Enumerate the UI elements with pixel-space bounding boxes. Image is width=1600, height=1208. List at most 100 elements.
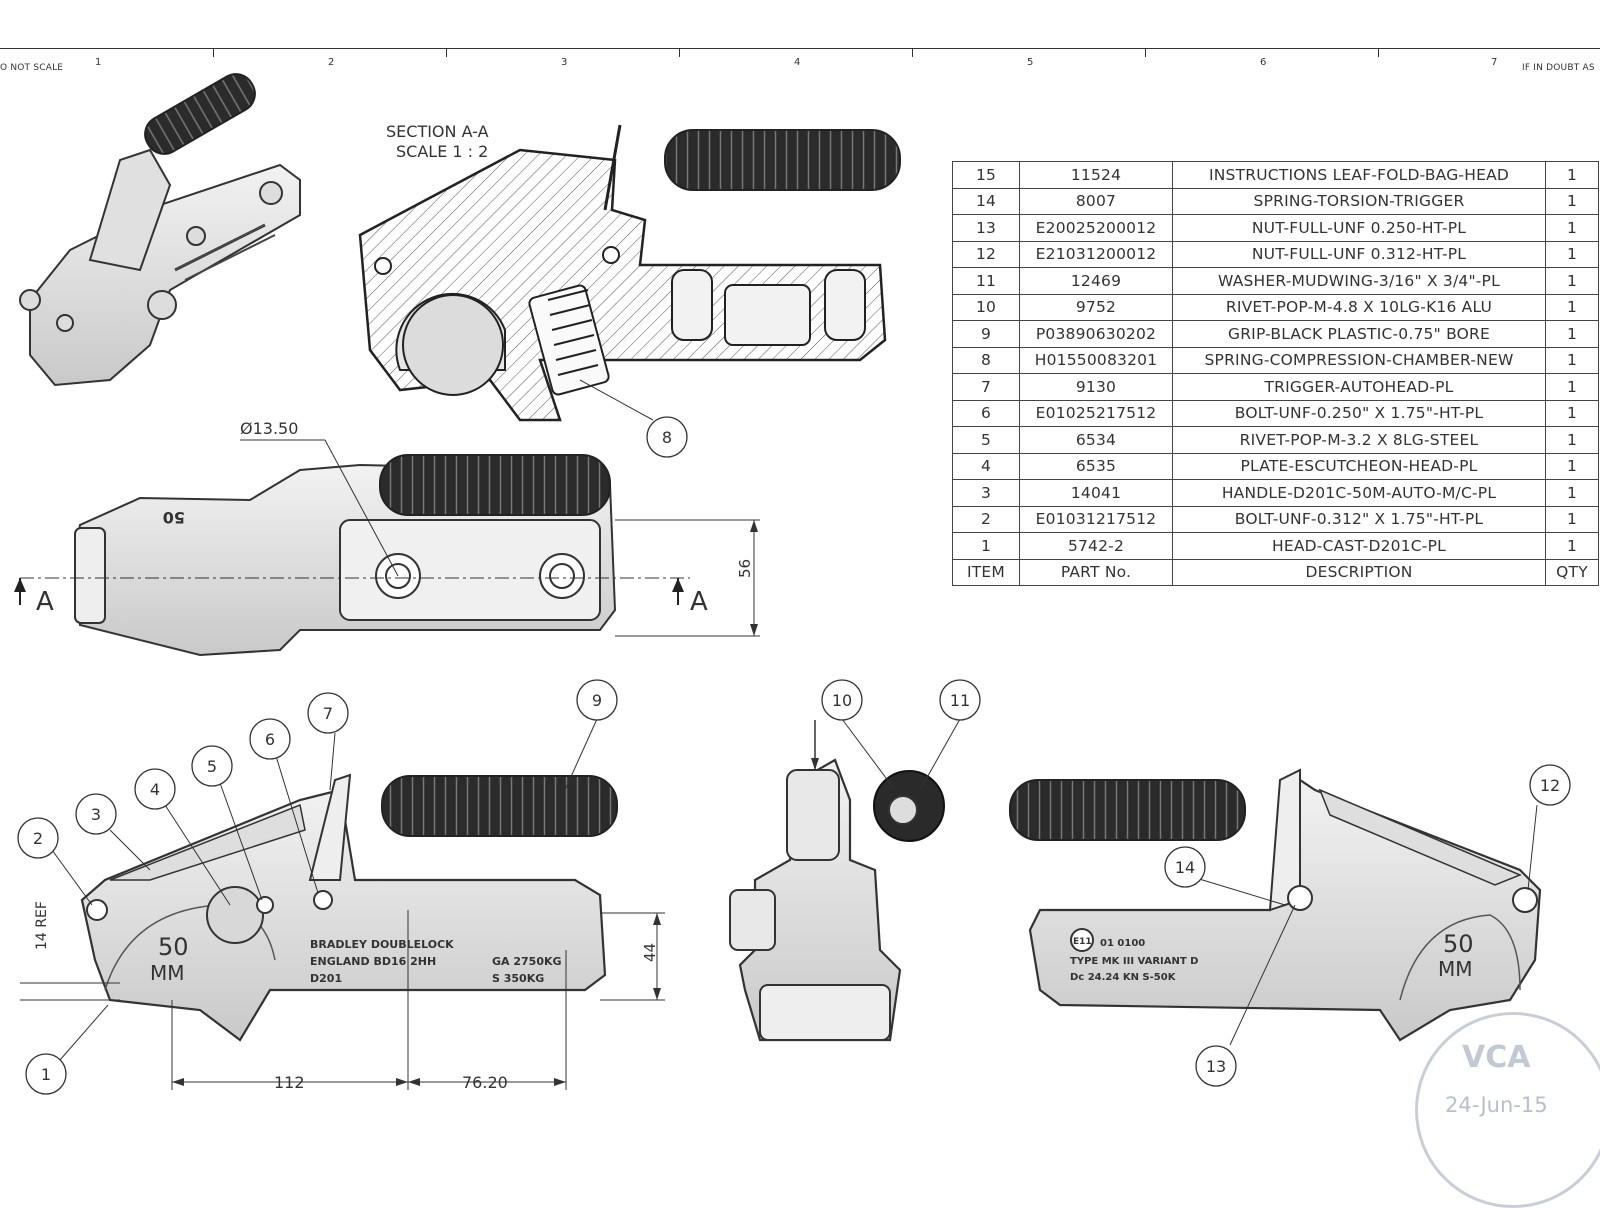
balloon-10: 10 — [821, 679, 863, 721]
bom-description-cell: SPRING-TORSION-TRIGGER — [1172, 187, 1546, 215]
section-a-a-view: SECTION A-A SCALE 1 : 2 — [358, 122, 901, 422]
left-casting-text: GA 2750KG — [492, 955, 562, 968]
bom-description-cell: WASHER-MUDWING-3/16" X 3/4"-PL — [1172, 267, 1546, 295]
bom-description-cell: NUT-FULL-UNF 0.312-HT-PL — [1172, 240, 1546, 268]
bom-qty-cell: 1 — [1545, 426, 1599, 454]
bom-description-cell: GRIP-BLACK PLASTIC-0.75" BORE — [1172, 320, 1546, 348]
bom-description-cell: NUT-FULL-UNF 0.250-HT-PL — [1172, 214, 1546, 242]
bom-item-cell: 3 — [952, 479, 1020, 507]
zone-number: 4 — [794, 57, 801, 68]
bom-part-no-cell: E01025217512 — [1019, 399, 1173, 427]
bom-description-cell: PLATE-ESCUTCHEON-HEAD-PL — [1172, 452, 1546, 480]
height-dimension-56: 56 — [736, 559, 754, 578]
bom-part-no-cell: 8007 — [1019, 187, 1173, 215]
bom-qty-cell: 1 — [1545, 399, 1599, 427]
bom-qty-cell: 1 — [1545, 187, 1599, 215]
isometric-view — [19, 73, 301, 387]
section-mark-right: A — [690, 587, 708, 617]
left-casting-size: 50 — [158, 933, 189, 961]
balloon-leaders — [51, 379, 1538, 1061]
balloon-11: 11 — [939, 679, 981, 721]
if-in-doubt-note: IF IN DOUBT AS — [1522, 63, 1595, 73]
bom-description-cell: RIVET-POP-M-4.8 X 10LG-K16 ALU — [1172, 293, 1546, 321]
bom-description-cell: BOLT-UNF-0.312" X 1.75"-HT-PL — [1172, 505, 1546, 533]
bom-qty-cell: 1 — [1545, 346, 1599, 374]
zone-number: 1 — [95, 57, 102, 68]
bom-description-cell: SPRING-COMPRESSION-CHAMBER-NEW — [1172, 346, 1546, 374]
ruler-tick — [1378, 49, 1379, 57]
svg-text:10: 10 — [832, 691, 852, 710]
right-casting-text: Dc 24.24 KN S-50K — [1070, 972, 1177, 983]
balloon-9: 9 — [576, 679, 618, 721]
bom-item-cell: 8 — [952, 346, 1020, 374]
balloon-7: 7 — [307, 692, 349, 734]
svg-text:3: 3 — [91, 805, 101, 824]
balloon-5: 5 — [191, 745, 233, 787]
bom-qty-cell: 1 — [1545, 240, 1599, 268]
height-dimension-44: 44 — [641, 943, 659, 962]
bom-qty-cell: 1 — [1545, 161, 1599, 189]
bom-item-cell: 4 — [952, 452, 1020, 480]
left-casting-text: BRADLEY DOUBLELOCK — [310, 938, 454, 951]
balloon-14: 14 — [1164, 846, 1206, 888]
bom-qty-cell: 1 — [1545, 293, 1599, 321]
bom-header-item: ITEM — [952, 558, 1020, 586]
svg-text:4: 4 — [150, 780, 160, 799]
left-casting-text: ENGLAND BD16 2HH — [310, 955, 436, 968]
bom-part-no-cell: 5742-2 — [1019, 532, 1173, 560]
bom-qty-cell: 1 — [1545, 320, 1599, 348]
svg-text:9: 9 — [592, 691, 602, 710]
svg-text:7: 7 — [323, 704, 333, 723]
left-casting-unit: MM — [150, 961, 185, 985]
bom-qty-cell: 1 — [1545, 214, 1599, 242]
bom-item-cell: 15 — [952, 161, 1020, 189]
right-side-view: 50 MM E11 01 0100 TYPE MK III VARIANT D … — [1009, 768, 1542, 1042]
bom-header-qty: QTY — [1545, 558, 1599, 586]
right-casting-text: 01 0100 — [1100, 938, 1145, 949]
bom-part-no-cell: 6535 — [1019, 452, 1173, 480]
zone-number: 3 — [561, 57, 568, 68]
zone-number: 5 — [1027, 57, 1034, 68]
svg-text:1: 1 — [41, 1065, 51, 1084]
bom-item-cell: 1 — [952, 532, 1020, 560]
bom-header-description: DESCRIPTION — [1172, 558, 1546, 586]
length-dimension-7620: 76.20 — [462, 1073, 508, 1092]
bom-part-no-cell: H01550083201 — [1019, 346, 1173, 374]
left-casting-text: D201 — [310, 972, 342, 985]
bom-part-no-cell: E01031217512 — [1019, 505, 1173, 533]
right-casting-text: TYPE MK III VARIANT D — [1070, 956, 1198, 967]
svg-text:6: 6 — [265, 730, 275, 749]
svg-text:12: 12 — [1540, 776, 1560, 795]
bom-qty-cell: 1 — [1545, 479, 1599, 507]
stamp-date: 24-Jun-15 — [1445, 1093, 1548, 1117]
zone-number: 7 — [1491, 57, 1498, 68]
right-casting-unit: MM — [1438, 957, 1473, 981]
bom-item-cell: 7 — [952, 373, 1020, 401]
bom-part-no-cell: E21031200012 — [1019, 240, 1173, 268]
bom-item-cell: 2 — [952, 505, 1020, 533]
bom-description-cell: TRIGGER-AUTOHEAD-PL — [1172, 373, 1546, 401]
ruler-tick — [912, 49, 913, 57]
front-view — [729, 720, 945, 1042]
bom-item-cell: 9 — [952, 320, 1020, 348]
bom-item-cell: 10 — [952, 293, 1020, 321]
balloon-13: 13 — [1195, 1045, 1237, 1087]
bom-item-cell: 11 — [952, 267, 1020, 295]
bom-description-cell: BOLT-UNF-0.250" X 1.75"-HT-PL — [1172, 399, 1546, 427]
